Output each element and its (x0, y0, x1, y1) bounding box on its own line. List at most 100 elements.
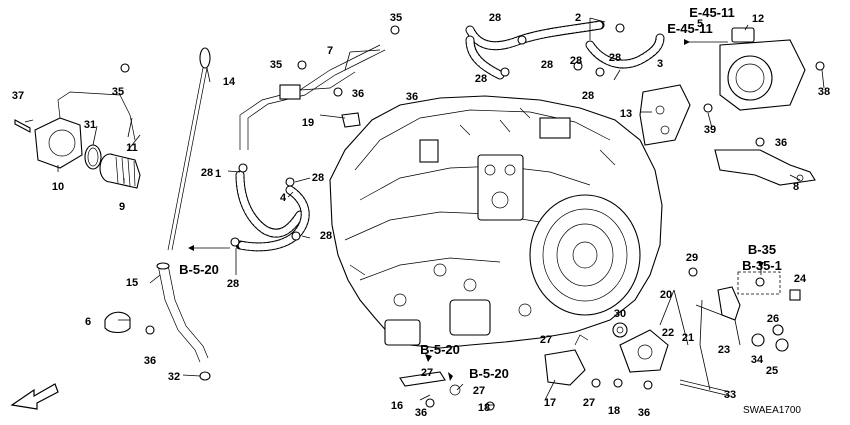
clip-32 (199, 371, 211, 381)
reference-b-5-20: B-5-20 (469, 366, 509, 381)
atf-filter (99, 153, 141, 189)
arrow-b35 (758, 262, 764, 275)
bolt-37 (14, 119, 31, 133)
diagram-code: SWAEA1700 (743, 405, 801, 416)
reference-e-45-11: E-45-11 (689, 5, 735, 20)
clamp-6 (104, 311, 131, 334)
callout-15: 15 (126, 277, 138, 289)
callout-35: 35 (112, 86, 124, 98)
callout-27: 27 (540, 334, 552, 346)
callout-2: 2 (575, 12, 581, 24)
washer-34 (751, 333, 765, 347)
atf-cooler-hose-2 (465, 20, 605, 51)
bracket-27 (399, 371, 461, 396)
callout-36: 36 (415, 407, 427, 419)
callout-18: 18 (478, 402, 490, 414)
callout-13: 13 (620, 108, 632, 120)
callout-32: 32 (168, 371, 180, 383)
callout-27: 27 (473, 385, 485, 397)
bracket-8 (714, 149, 816, 186)
callout-28: 28 (582, 90, 594, 102)
callout-25: 25 (766, 365, 778, 377)
callout-36: 36 (352, 88, 364, 100)
callout-34: 34 (751, 354, 764, 366)
callout-30: 30 (614, 308, 626, 320)
callout-17: 17 (544, 397, 556, 409)
callout-28: 28 (541, 59, 553, 71)
callout-35: 35 (270, 59, 282, 71)
transmission-case (329, 95, 663, 349)
atf-filter-housing (34, 91, 136, 169)
callout-5: 5 (697, 18, 703, 30)
callout-28: 28 (570, 55, 582, 67)
callout-23: 23 (718, 344, 730, 356)
callout-29: 29 (686, 252, 698, 264)
atf-cooler-hose-1 (235, 170, 305, 238)
callout-28: 28 (227, 278, 239, 290)
callout-10: 10 (52, 181, 64, 193)
callout-39: 39 (704, 124, 716, 136)
arrow-b5-20-low (448, 372, 453, 381)
leader-lines (24, 17, 825, 406)
front-arrow (10, 383, 59, 410)
callout-38: 38 (818, 86, 830, 98)
sensor-22 (619, 329, 669, 373)
sensor-17 (544, 334, 589, 386)
callout-18: 18 (608, 405, 620, 417)
arrow-e45-11 (684, 39, 728, 45)
callout-14: 14 (223, 76, 236, 88)
callout-28: 28 (489, 12, 501, 24)
bolt-33 (679, 379, 731, 397)
sensor-23 (717, 286, 741, 321)
callout-8: 8 (793, 181, 799, 193)
callout-37: 37 (12, 90, 24, 102)
callout-27: 27 (583, 397, 595, 409)
callout-7: 7 (327, 45, 333, 57)
atf-cooler-hose-4 (235, 185, 310, 252)
callout-28: 28 (609, 52, 621, 64)
bolt-24 (789, 289, 801, 301)
callout-28: 28 (312, 172, 324, 184)
callout-36: 36 (144, 355, 156, 367)
callout-12: 12 (752, 13, 764, 25)
atf-cooler-hose-3 (585, 33, 665, 69)
callout-24: 24 (794, 273, 807, 285)
o-ring (84, 144, 102, 170)
callout-1: 1 (215, 168, 221, 180)
callout-36: 36 (638, 407, 650, 419)
washer-25 (775, 338, 789, 352)
atf-dipstick (167, 47, 211, 251)
washer-26 (772, 324, 784, 336)
callout-21: 21 (682, 332, 694, 344)
callout-4: 4 (280, 192, 287, 204)
hose-to-transmission (465, 35, 505, 80)
reference-b-35: B-35 (748, 242, 776, 257)
arrow-b5-20-mid (425, 354, 432, 362)
reference-b-35-1: B-35-1 (742, 258, 782, 273)
b35-dashed-box (737, 271, 781, 295)
callout-28: 28 (320, 230, 332, 242)
cooler-line-inlet (719, 27, 806, 111)
callout-16: 16 (391, 400, 403, 412)
callout-27: 27 (421, 367, 433, 379)
callout-33: 33 (724, 389, 736, 401)
callout-28: 28 (201, 167, 213, 179)
washer-30 (612, 322, 628, 338)
callout-19: 19 (302, 117, 314, 129)
callout-36: 36 (406, 91, 418, 103)
callout-26: 26 (767, 313, 779, 325)
reference-e-45-11: E-45-11 (667, 21, 713, 36)
callout-36: 36 (775, 137, 787, 149)
callout-31: 31 (84, 119, 96, 131)
callout-6: 6 (85, 316, 91, 328)
callout-11: 11 (126, 142, 138, 154)
callout-35: 35 (390, 12, 402, 24)
bracket-13 (639, 84, 691, 146)
reference-b-5-20: B-5-20 (420, 342, 460, 357)
arrow-b5-20-left (188, 245, 230, 251)
fasteners (120, 23, 825, 411)
callout-28: 28 (475, 73, 487, 85)
callout-9: 9 (119, 201, 125, 213)
